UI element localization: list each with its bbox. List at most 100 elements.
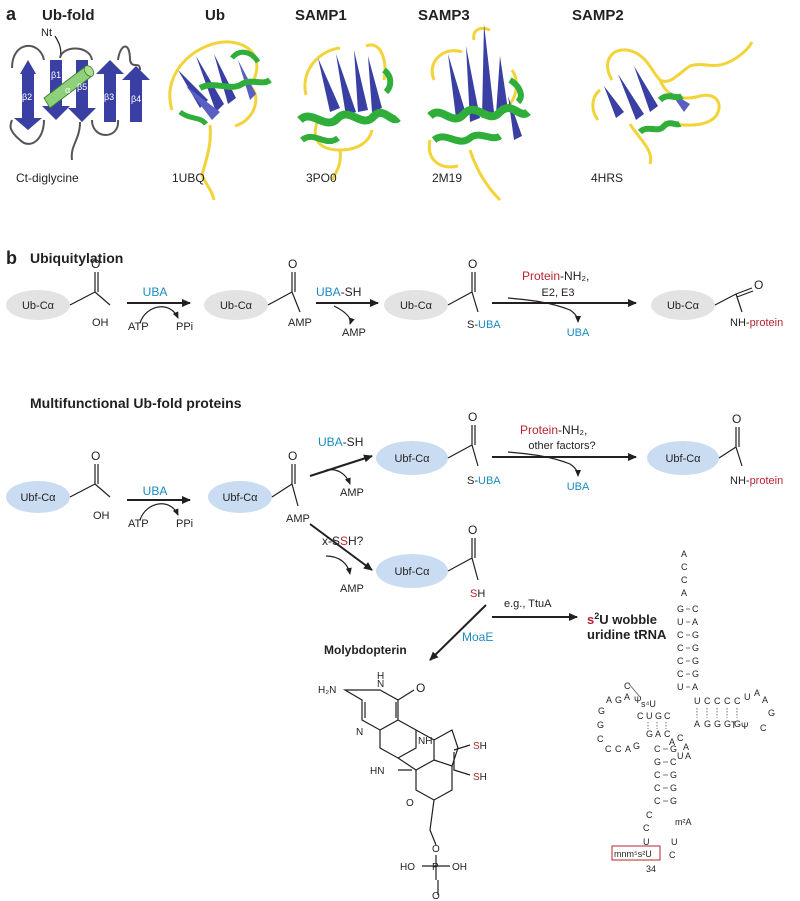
moae-arrow: MoaE	[429, 604, 493, 661]
moae-label: MoaE	[462, 630, 493, 644]
trna-tloop-base: G	[768, 708, 775, 718]
trna-anticodon-stem-base-5p: C	[654, 783, 661, 793]
structure-ub: Ub 1UBQ	[168, 7, 272, 201]
mpt-ho-left: HO	[400, 862, 415, 873]
trna-anticodon-stem-base-3p: C	[670, 757, 677, 767]
trna-anticodon-stem-base-5p: C	[654, 770, 661, 780]
trna-tstem-bottom-base: G	[704, 719, 711, 729]
trna-wobble-highlight-box	[611, 845, 661, 861]
ubiq-node4-nh: NH-protein	[730, 317, 783, 329]
ubiq-step3-cofactors: E2, E3	[541, 287, 574, 299]
mpt-h2n: H₂N	[318, 685, 336, 696]
trna-acceptor-base-5p: U	[677, 682, 684, 692]
ubiq-node4: Ub-Cα O NH-protein	[651, 278, 783, 329]
trna-anticodon-stem-base-3p: G	[670, 796, 677, 806]
mf-step3-reagent: Protein-NH₂,	[520, 423, 587, 437]
alpha-helix-cylinder	[43, 65, 95, 109]
mf-node4-o: O	[732, 412, 741, 426]
trna-ua-base: U	[677, 751, 684, 761]
ubiq-node2-oval-label: Ub-Cα	[220, 300, 253, 312]
strand-beta2	[14, 60, 42, 130]
trna-anticodon-stem-base-3p: G	[670, 783, 677, 793]
trna-anticodon-stem-base-5p: C	[654, 744, 661, 754]
structure-samp1: SAMP1 3PO0	[295, 7, 401, 185]
ubiq-node4-oval-label: Ub-Cα	[667, 300, 700, 312]
trna-tstem-top-base: C	[714, 696, 721, 706]
trna-dstem-top-base: U	[646, 711, 653, 721]
ubiq-step2-label: UBA-SH	[316, 285, 361, 299]
trna-tstem-top-base: C	[724, 696, 731, 706]
trna-acceptor-tail-base: A	[681, 549, 687, 559]
trna-acceptor-base-3p: A	[692, 682, 698, 692]
trna-dstem-bottom-base: C	[664, 729, 671, 739]
trna-anticodon-c2: C	[643, 823, 650, 833]
ubiq-step3-out: UBA	[567, 327, 590, 339]
structure-ub-pdb: 1UBQ	[172, 171, 205, 185]
trna-dstem-top-base: C	[664, 711, 671, 721]
panel-a-label: a	[6, 4, 17, 24]
ubiq-node1-oh: OH	[92, 317, 109, 329]
ubiq-node4-o: O	[754, 278, 763, 292]
trna-dstem-top-base: G	[655, 711, 662, 721]
ubiq-node1-oval-label: Ub-Cα	[22, 300, 55, 312]
structure-samp2-pdb: 4HRS	[591, 171, 623, 185]
trna-dloop-base: G	[633, 741, 640, 751]
trna-acceptor-base-5p: C	[677, 630, 684, 640]
ubiq-step3-reagent: Protein-NH₂,	[522, 269, 589, 283]
mf-node5: Ubf-Cα O SH	[376, 523, 485, 600]
structure-samp3-pdb: 2M19	[432, 171, 462, 185]
mf-step3: Protein-NH₂, other factors? UBA	[492, 423, 637, 493]
mf-node4: Ubf-Cα O NH-protein	[647, 412, 783, 487]
trna-tstem-top-base: U	[694, 696, 701, 706]
mpt-p: P	[432, 862, 439, 873]
trna-acceptor-base-5p: C	[677, 656, 684, 666]
structure-ub-title: Ub	[205, 7, 225, 24]
strand-beta5	[68, 60, 96, 122]
mf-node3-o: O	[468, 410, 477, 424]
trna-m2a-label: m²A	[675, 817, 692, 827]
ubiq-step1-out: PPi	[176, 321, 193, 333]
mf-node1-oh: OH	[93, 510, 110, 522]
strand-label-b2: β2	[22, 92, 32, 102]
trna-tloop-base: T	[731, 720, 737, 730]
mf-node2-oval-label: Ubf-Cα	[222, 492, 258, 504]
trna-tstem-bottom-base: G	[714, 719, 721, 729]
mf-node2-amp: AMP	[286, 513, 310, 525]
trna-acceptor-base-5p: G	[677, 604, 684, 614]
mf-upper-enzyme: UBA-SH	[318, 435, 363, 449]
ubiq-node3: Ub-Cα O S-UBA	[384, 257, 501, 331]
mf-node3-s: S-UBA	[467, 475, 501, 487]
ubiq-step1-in: ATP	[128, 321, 149, 333]
ubfold-nt-label: Nt	[41, 27, 52, 39]
ubiq-step1-enzyme: UBA	[143, 285, 168, 299]
mf-node1-o: O	[91, 449, 100, 463]
trna-anticodon-stem-base-3p: G	[670, 744, 677, 754]
structure-samp2-title: SAMP2	[572, 7, 624, 24]
trna-dloop-base: G	[598, 706, 605, 716]
mf-lower-step: x-SSH? AMP	[309, 523, 373, 595]
mpt-o-bot: O	[432, 891, 440, 901]
mf-node1: Ubf-Cα O OH	[6, 449, 111, 522]
trna-anticodon-stem-base-3p: G	[670, 770, 677, 780]
ubiq-step3: Protein-NH₂, E2, E3 UBA	[492, 269, 637, 339]
strand-label-b5: β5	[77, 82, 87, 92]
mf-step1-in: ATP	[128, 518, 149, 530]
mf-node1-oval-label: Ubf-Cα	[20, 492, 56, 504]
trna-dloop-base: A	[625, 744, 631, 754]
mpt-o-carbonyl: O	[416, 681, 425, 695]
trna-acceptor-tail-base: A	[681, 588, 687, 598]
trna-tloop-base: A	[754, 688, 760, 698]
mpt-h-a: H	[377, 671, 384, 682]
trna-u-left: U	[643, 837, 650, 847]
trna-dloop-base: G	[615, 695, 622, 705]
trna-acceptor-base-5p: C	[677, 669, 684, 679]
trna-tloop-base: A	[762, 695, 768, 705]
mf-node4-nh: NH-protein	[730, 475, 783, 487]
multifunctional-title: Multifunctional Ub-fold proteins	[30, 395, 242, 411]
trna-tstem-bottom-base: A	[694, 719, 700, 729]
trna-tstem-top-base: C	[704, 696, 711, 706]
mf-node5-sh: SH	[470, 588, 485, 600]
mf-step3-out: UBA	[567, 481, 590, 493]
mpt-n-b: N	[356, 727, 363, 738]
mf-node2: Ubf-Cα O AMP	[208, 449, 310, 525]
